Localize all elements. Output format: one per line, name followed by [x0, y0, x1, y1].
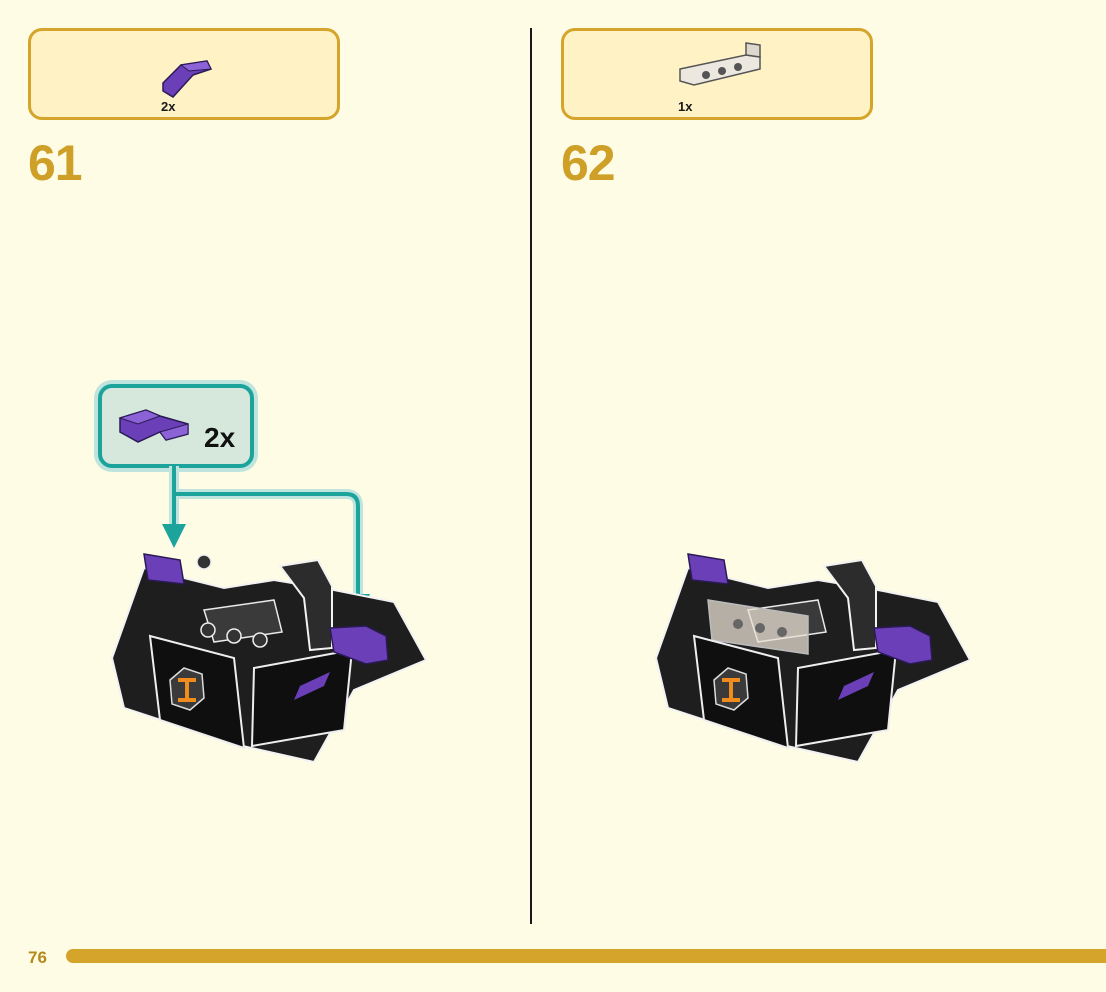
transparent-panel-icon — [679, 42, 761, 86]
purple-slope-brick-icon — [118, 409, 189, 443]
page-number: 76 — [28, 948, 47, 967]
model-assembly-step-62 — [654, 553, 972, 764]
model-assembly-step-61 — [110, 553, 428, 764]
parts-box-step-62: 1x — [561, 28, 873, 120]
page-footer-bar — [66, 949, 1106, 963]
step-number: 61 — [28, 135, 83, 191]
purple-slope-brick-icon — [162, 60, 213, 98]
callout-quantity: 2x — [204, 422, 236, 453]
step-divider — [530, 28, 532, 924]
step-number: 62 — [561, 135, 616, 191]
parts-quantity: 2x — [161, 99, 176, 114]
parts-quantity: 1x — [678, 99, 693, 114]
callout-box: 2x — [98, 384, 254, 468]
parts-box-step-61: 2x — [28, 28, 340, 120]
